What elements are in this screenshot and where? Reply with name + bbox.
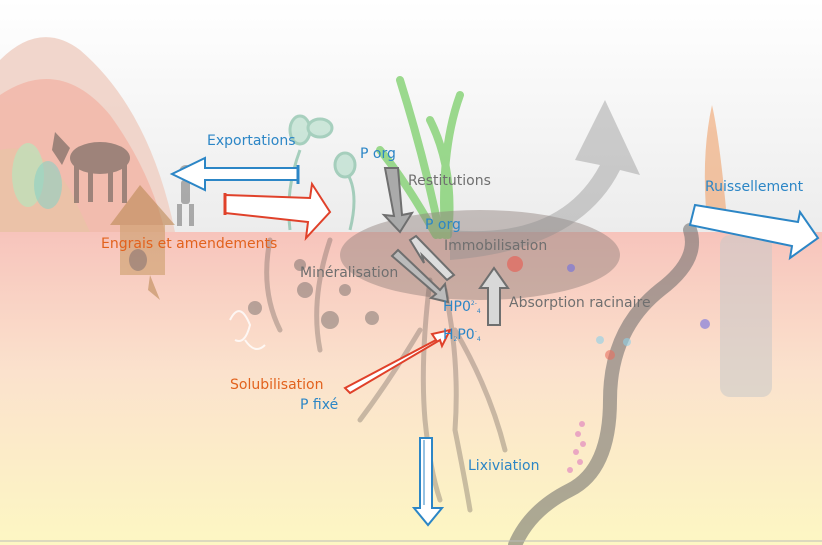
label-h2po4: H2P0-4: [443, 324, 481, 348]
tree-illustration: [704, 105, 772, 397]
absorption-arrow: [478, 266, 510, 326]
cow-illustration: [52, 132, 130, 203]
label-immobilisation: Immobilisation: [444, 238, 548, 254]
lixiviation-arrow: [411, 437, 445, 527]
soil-particles: [248, 259, 379, 329]
label-lixiviation: Lixiviation: [468, 458, 540, 474]
ruissellement-arrow: [688, 203, 820, 261]
label-engrais-amendements: Engrais et amendements: [101, 236, 278, 252]
small-plant: [287, 114, 357, 231]
soil-fauna: [229, 310, 266, 350]
h2po4-h: H: [443, 327, 454, 343]
cycle-arrow-shape: [450, 100, 640, 260]
label-restitutions: Restitutions: [408, 173, 491, 189]
label-mineralisation: Minéralisation: [300, 265, 399, 281]
soil: [0, 232, 822, 545]
label-p-org-mid: P org: [425, 217, 461, 233]
earthworm-illustration: [508, 223, 699, 545]
bush-teal: [34, 161, 62, 209]
engrais-arrow: [224, 181, 332, 241]
worm-band: [567, 421, 586, 473]
soil-aggregate: [340, 210, 620, 300]
h2po4-subscript-2: 2: [453, 336, 458, 343]
immobilisation-arrow: [408, 234, 456, 282]
label-absorption-racinaire: Absorption racinaire: [509, 295, 651, 311]
h2po4-po: P0: [457, 327, 475, 343]
h2po4-subscript-4: 4: [476, 336, 481, 343]
mineralisation-arrow: [390, 248, 450, 304]
label-hpo4: HP02-4: [443, 296, 481, 320]
hut-illustration: [110, 185, 175, 300]
h2po4-charge: -: [474, 328, 477, 335]
solubilisation-arrow: [343, 328, 452, 395]
roots-illustration: [264, 237, 508, 513]
label-ruissellement: Ruissellement: [705, 179, 804, 195]
label-exportations: Exportations: [207, 133, 296, 149]
grass-plant: [376, 76, 464, 239]
label-p-org-top: P org: [360, 146, 396, 162]
exportations-arrow: [169, 156, 299, 192]
restitutions-arrow: [381, 167, 415, 234]
label-solubilisation: Solubilisation: [230, 377, 324, 393]
hpo4-charge: 2-: [470, 300, 477, 307]
label-p-fixe: P fixé: [300, 397, 339, 413]
hpo4-main: HP0: [443, 299, 471, 315]
hpo4-subscript: 4: [476, 308, 481, 315]
soil-particles-color: [507, 256, 710, 360]
